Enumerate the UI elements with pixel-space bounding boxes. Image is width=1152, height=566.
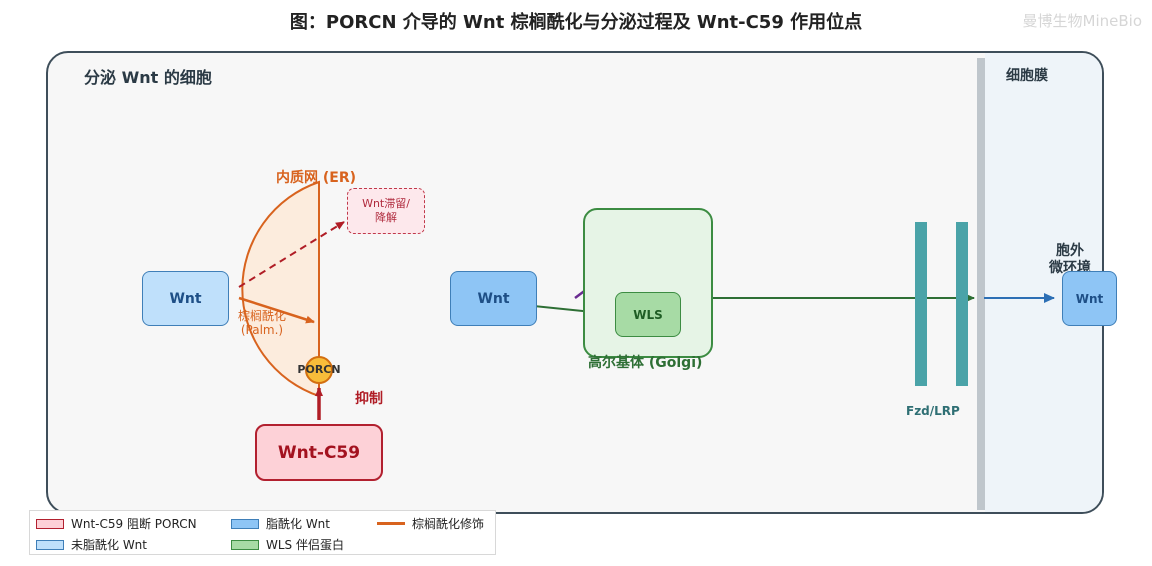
- wnt-c59-label: Wnt-C59: [277, 442, 361, 463]
- porcn-label: PORCN: [297, 363, 341, 376]
- retain-arrow: [238, 221, 345, 288]
- legend-item-unpalm: 未脂酰化 Wnt: [36, 536, 147, 553]
- er-compartment: [241, 180, 320, 398]
- wnt-unpalmitoylated-label: Wnt: [169, 290, 202, 307]
- membrane-label: 细胞膜: [1006, 68, 1048, 84]
- wnt-retain-box: Wnt滞留/ 降解: [347, 188, 425, 234]
- wls-label: WLS: [633, 307, 663, 322]
- wnt-palmitoylated-label: Wnt: [477, 290, 510, 307]
- legend-label-c59: Wnt-C59 阻断 PORCN: [71, 517, 197, 531]
- legend-swatch-palm-mod: [377, 522, 405, 525]
- legend-label-palm: 脂酰化 Wnt: [266, 517, 330, 531]
- receptor-label: Fzd/LRP: [906, 404, 960, 418]
- legend-item-c59: Wnt-C59 阻断 PORCN: [36, 515, 197, 532]
- wnt-c59-box: Wnt-C59: [255, 424, 383, 481]
- golgi-label: 高尔基体 (Golgi): [588, 355, 703, 371]
- cell-label: 分泌 Wnt 的细胞: [84, 68, 212, 87]
- legend: Wnt-C59 阻断 PORCN 未脂酰化 Wnt 脂酰化 Wnt WLS 伴侣…: [29, 510, 496, 555]
- retain-line2: 降解: [375, 211, 397, 224]
- retain-line1: Wnt滞留/: [362, 197, 410, 210]
- palm-line1: 棕榈酰化: [237, 309, 286, 323]
- legend-swatch-wls: [231, 539, 259, 550]
- legend-swatch-unpalm: [36, 539, 64, 550]
- wnt-palmitoylated-box: Wnt: [450, 271, 537, 326]
- wnt-unpalmitoylated-box: Wnt: [142, 271, 229, 326]
- er-label: 内质网 (ER): [276, 170, 357, 186]
- legend-label-unpalm: 未脂酰化 Wnt: [71, 538, 147, 552]
- legend-item-palm: 脂酰化 Wnt: [231, 515, 330, 532]
- cell-membrane: [977, 58, 985, 510]
- legend-swatch-c59: [36, 518, 64, 529]
- figure-title: 图：PORCN 介导的 Wnt 棕榈酰化与分泌过程及 Wnt-C59 作用位点: [289, 12, 863, 33]
- legend-item-wls: WLS 伴侣蛋白: [231, 536, 344, 553]
- palmitoylation-arrow: [238, 296, 315, 324]
- extracellular-line1: 胞外: [1056, 243, 1084, 259]
- legend-label-wls: WLS 伴侣蛋白: [266, 538, 344, 552]
- legend-label-palm-mod: 棕榈酰化修饰: [412, 517, 485, 531]
- porcn-enzyme: [305, 356, 333, 384]
- lrp-receptor: [956, 222, 968, 386]
- legend-item-palm-mod: 棕榈酰化修饰: [377, 515, 484, 532]
- wls-box: WLS: [615, 292, 681, 337]
- palmitoylation-label: 棕榈酰化 (Palm.): [230, 309, 294, 337]
- wnt-secreted-label: Wnt: [1075, 291, 1104, 306]
- watermark: 曼博生物MineBio: [1022, 12, 1142, 30]
- wnt-secreted-box: Wnt: [1062, 271, 1117, 326]
- inhibit-label: 抑制: [355, 391, 383, 407]
- palm-line2: (Palm.): [240, 323, 284, 337]
- legend-swatch-palm: [231, 518, 259, 529]
- fzd-receptor: [915, 222, 927, 386]
